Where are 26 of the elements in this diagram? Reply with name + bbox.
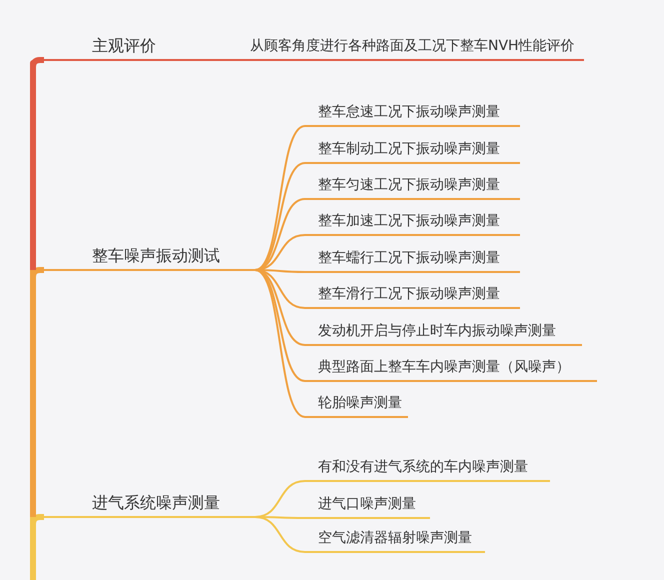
branch-line [254,162,306,271]
topic-text: 整车怠速工况下振动噪声测量 [305,96,520,127]
topic-text: 整车蠕行工况下振动噪声测量 [305,242,520,273]
branch-line [30,57,44,68]
topic-text: 整车制动工况下振动噪声测量 [305,133,520,164]
topic-text: 整车加速工况下振动噪声测量 [305,205,520,236]
topic-text: 进气系统噪声测量 [44,487,255,518]
branch-line [254,269,306,382]
branch-line [254,269,306,418]
topic-text: 发动机开启与停止时车内振动噪声测量 [305,315,582,346]
topic-text: 空气滤清器辐射噪声测量 [305,522,485,553]
branch-line [232,59,246,61]
branch-line [254,269,306,309]
topic-text: 有和没有进气系统的车内噪声测量 [305,451,550,482]
branch-line [254,198,306,271]
topic-text: 从顾客角度进行各种路面及工况下整车NVH性能评价 [246,14,584,61]
topic-text: 整车匀速工况下振动噪声测量 [305,169,520,200]
topic-text: 典型路面上整车车内噪声测量（风噪声） [305,351,597,382]
branch-line [254,269,306,346]
topic-text: 进气口噪声测量 [305,488,430,519]
branch-line [254,516,306,553]
topic-text: 轮胎噪声测量 [305,387,408,418]
topic-text: 整车噪声振动测试 [44,240,255,271]
topic-text: 整车滑行工况下振动噪声测量 [305,278,520,309]
topic-text: 主观评价 [44,30,232,61]
trunk-bar [30,60,36,580]
